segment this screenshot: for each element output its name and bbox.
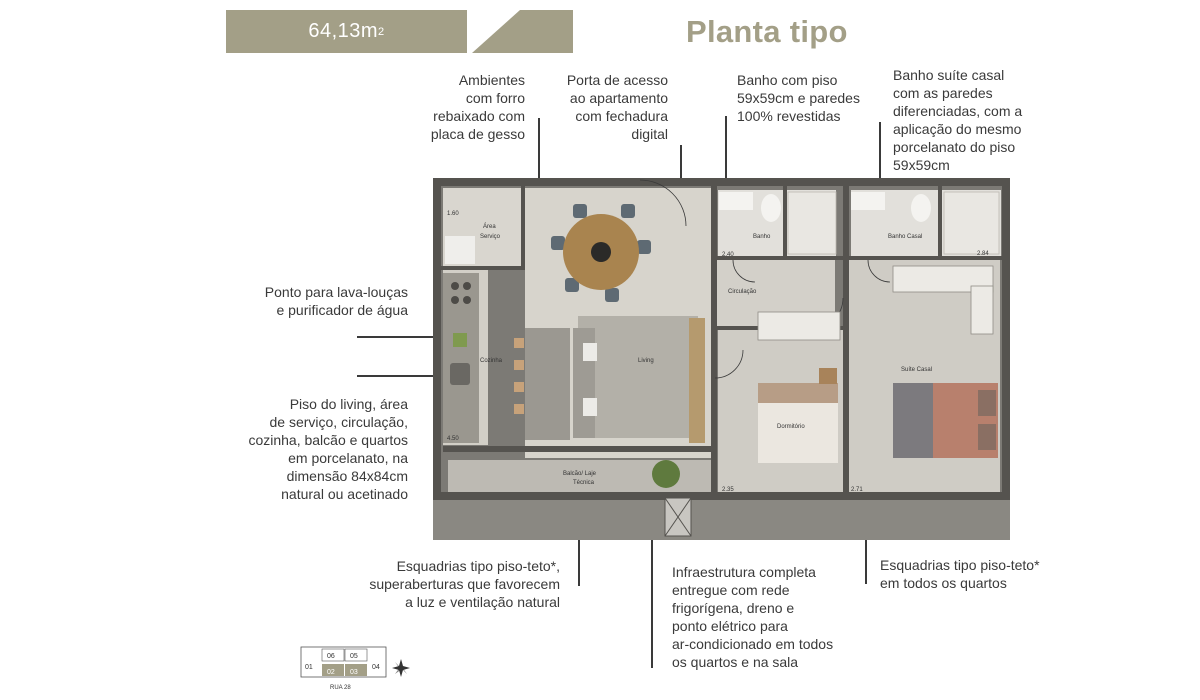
leader-piso — [357, 375, 497, 377]
compass-rose-icon — [392, 659, 410, 677]
label-circulacao: Circulação — [728, 289, 757, 295]
area-unit: 2 — [378, 25, 385, 38]
key-unit-04: 04 — [372, 664, 380, 671]
leader-suite — [879, 122, 881, 212]
kitchen-island — [525, 328, 570, 440]
key-plan: 06 05 01 02 03 04 RUA 28 — [300, 646, 410, 691]
key-unit-01: 01 — [305, 664, 313, 671]
label-banho: Banho — [753, 234, 771, 240]
living-tv-panel — [689, 318, 705, 443]
header-wedge-decoration — [472, 10, 573, 53]
suite-bath-toilet — [911, 194, 931, 222]
label-dormitorio: Dormitório — [777, 424, 805, 430]
area-value: 64,13m — [308, 20, 379, 42]
living-rug — [578, 316, 698, 438]
kitchen-sink — [450, 363, 470, 385]
bar-stools — [514, 338, 524, 414]
dorm-nightstand — [819, 368, 837, 384]
leader-infraestrutura — [651, 446, 653, 668]
key-unit-06-box — [321, 648, 345, 662]
cooktop — [451, 282, 471, 304]
dimension-2: 4.50 — [447, 436, 459, 442]
floor-plan: Área Serviço Cozinha Living Circulação B… — [433, 178, 1010, 540]
leader-forro — [538, 118, 540, 210]
suite-pillow-2 — [978, 424, 996, 450]
label-cozinha: Cozinha — [480, 358, 503, 364]
label-living: Living — [638, 358, 654, 364]
sofa-cushion-2 — [583, 398, 597, 416]
leader-banho — [725, 116, 727, 212]
label-area-servico-1: Área — [483, 223, 496, 230]
leader-porta — [680, 145, 682, 205]
dining-chairs — [551, 204, 651, 302]
label-balcao-2: Técnica — [573, 480, 595, 486]
washing-machine — [445, 236, 475, 264]
dorm-closet — [757, 311, 841, 341]
dining-table-centerpiece — [591, 242, 611, 262]
kitchen-plant — [453, 333, 467, 347]
suite-bath-shower — [943, 191, 1000, 255]
label-area-servico-2: Serviço — [480, 234, 501, 240]
dimension-3: 2.40 — [722, 252, 734, 258]
key-street-label: RUA 28 — [330, 685, 351, 691]
dimension-5: 2.35 — [722, 487, 734, 493]
bath-toilet — [761, 194, 781, 222]
ac-condenser-cross — [664, 497, 692, 537]
plan-lower-slab — [433, 500, 1010, 540]
kitchen-counter — [443, 273, 479, 443]
key-unit-02-box — [322, 664, 344, 676]
dorm-bed-headboard — [758, 383, 838, 403]
balcony-plant — [652, 460, 680, 488]
label-balcao-1: Balcão/ Laje — [563, 471, 597, 477]
label-suite-casal: Suíte Casal — [901, 367, 932, 373]
suite-bath-sink — [851, 192, 885, 210]
dimension-4: 2.84 — [977, 251, 989, 257]
note-esquadrias-living: Esquadrias tipo piso-teto*,superabertura… — [369, 558, 560, 610]
key-unit-06: 06 — [327, 653, 335, 660]
suite-pillow-1 — [978, 390, 996, 416]
key-unit-05: 05 — [350, 653, 358, 660]
page-title: Planta tipo — [686, 14, 848, 49]
bath-shower — [787, 191, 837, 255]
label-banho-casal: Banho Casal — [888, 234, 922, 240]
key-unit-03: 03 — [350, 669, 358, 676]
note-esquadrias-quartos: Esquadrias tipo piso-teto*em todos os qu… — [880, 557, 1040, 591]
sofa-cushion-1 — [583, 343, 597, 361]
key-unit-05-box — [344, 648, 368, 662]
key-unit-03-box — [345, 664, 367, 676]
key-unit-02: 02 — [327, 669, 335, 676]
leader-lava-loucas — [357, 336, 457, 338]
suite-closet-side — [970, 285, 994, 335]
dimension-1: 1.60 — [447, 211, 459, 217]
bath-sink — [719, 192, 753, 210]
dimension-6: 2.71 — [851, 487, 863, 493]
